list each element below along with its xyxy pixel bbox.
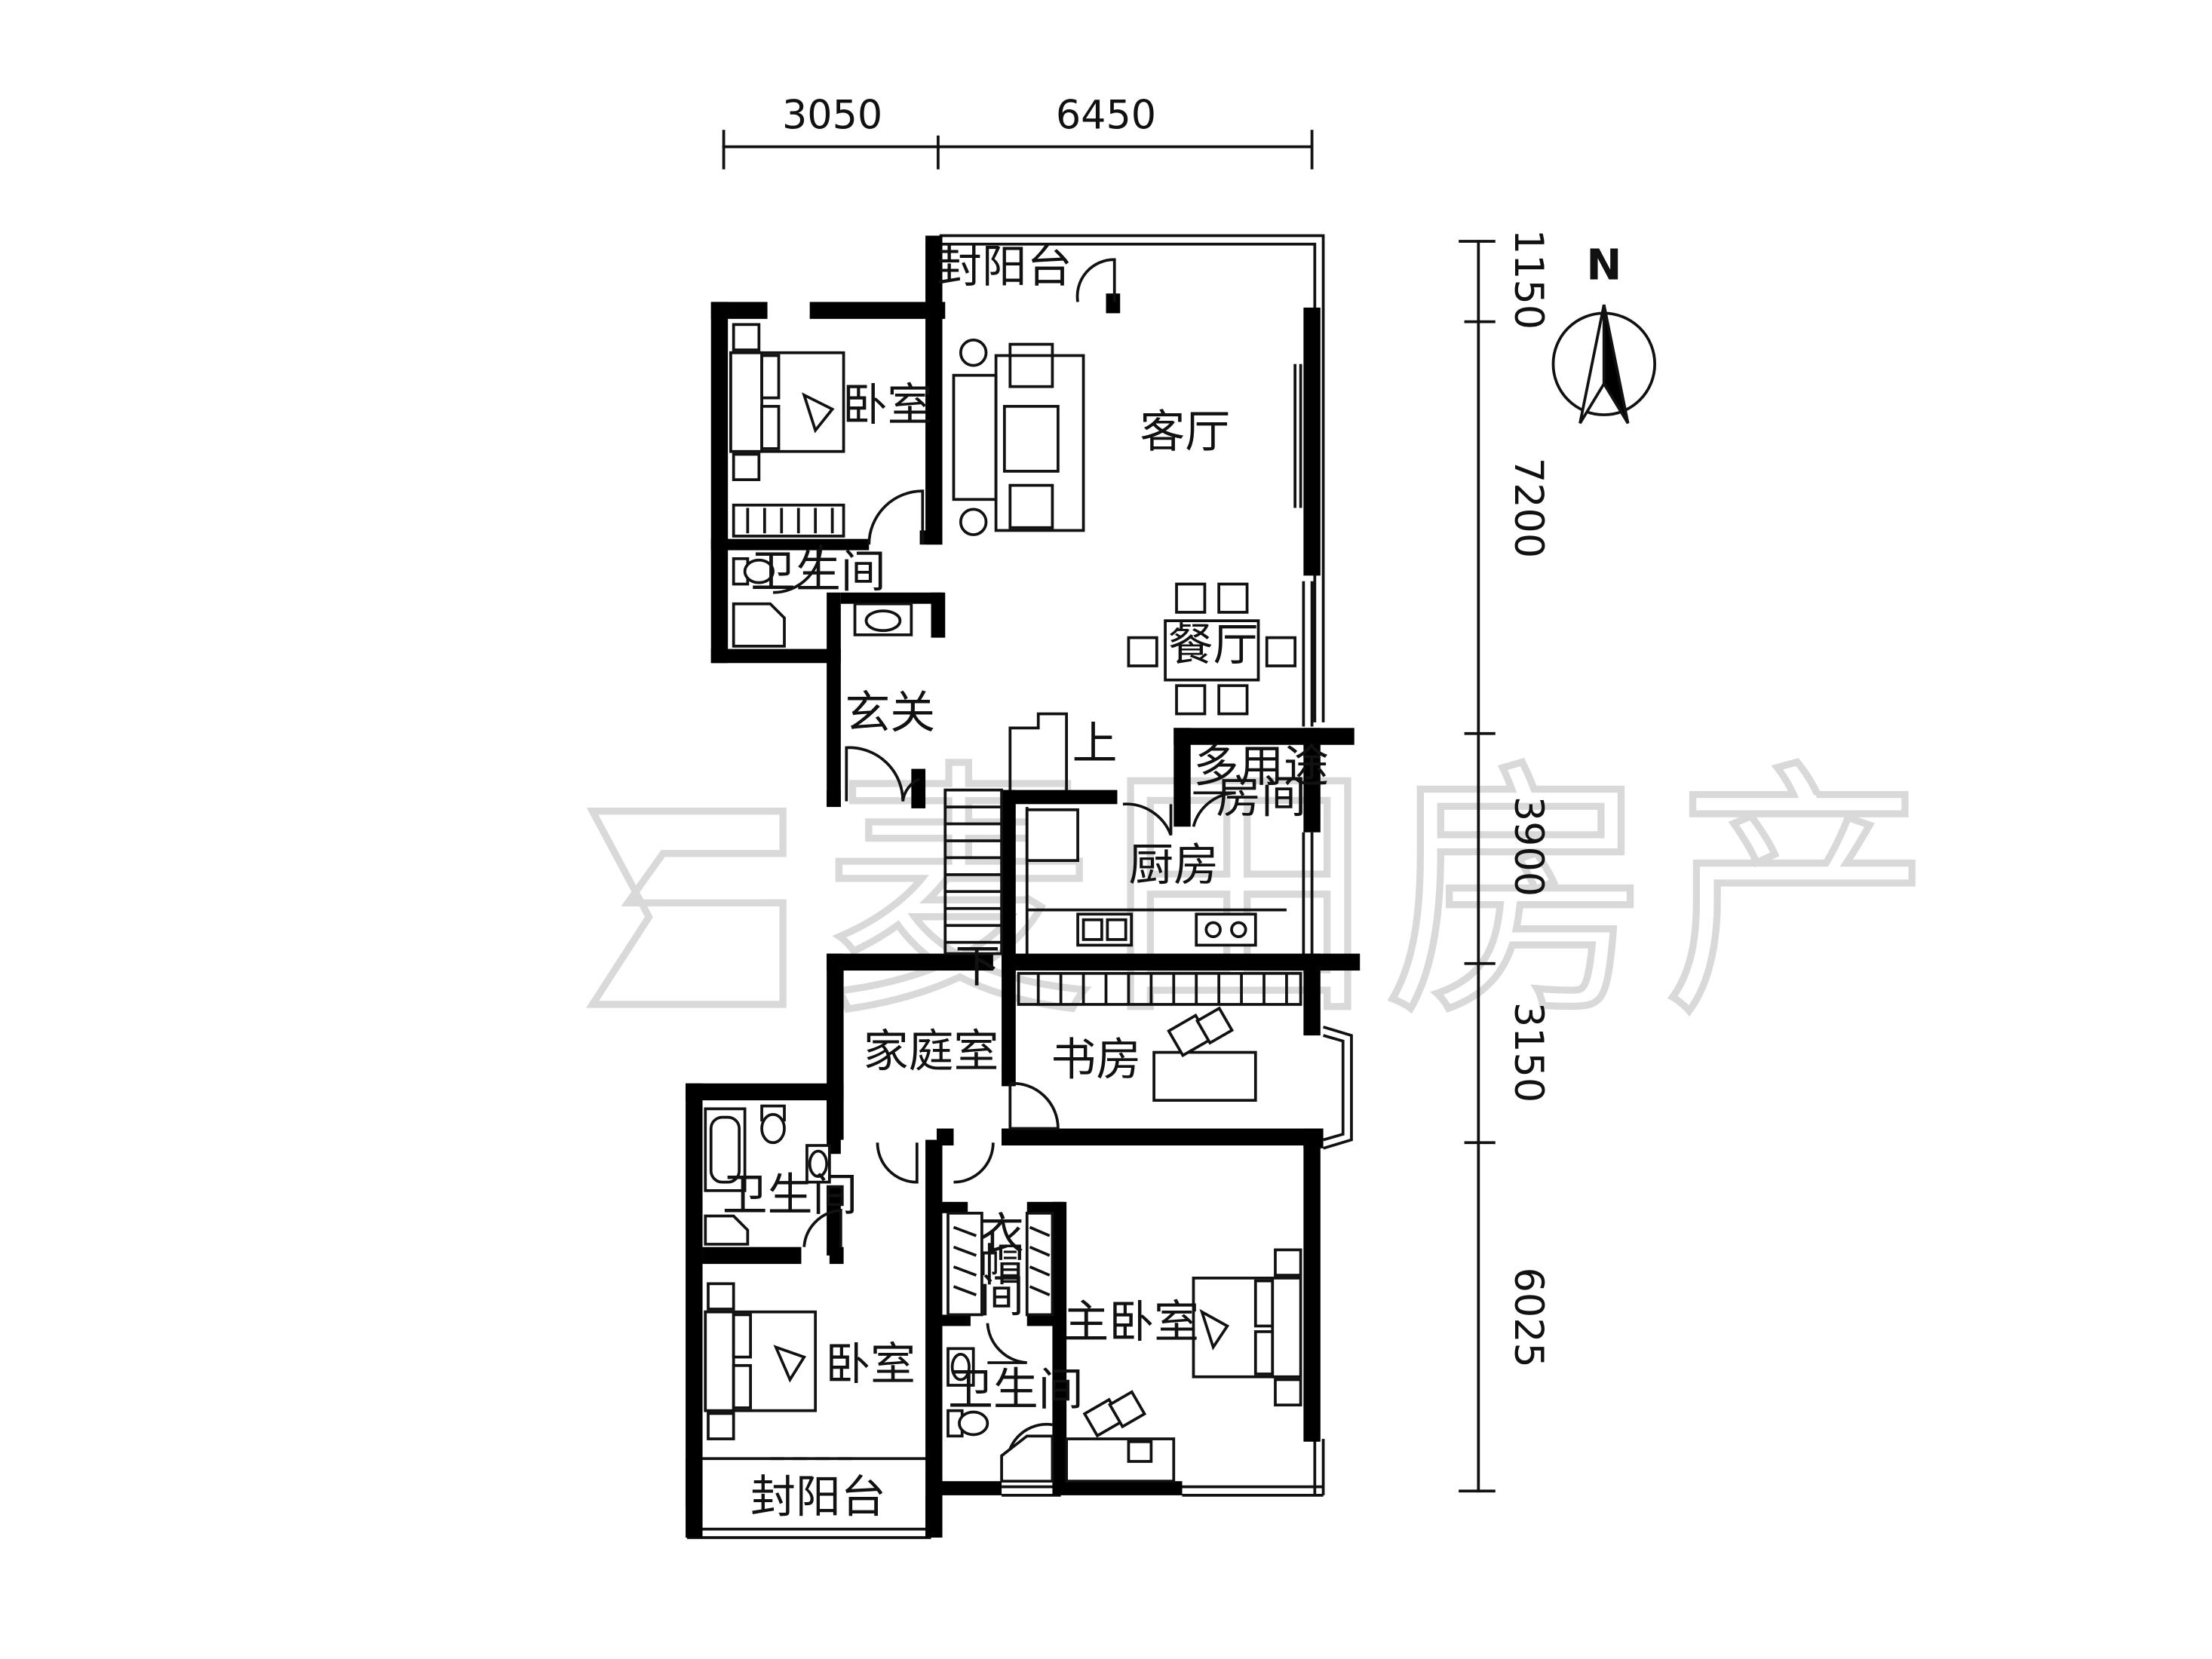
- bed-icon: [729, 323, 845, 481]
- label-bath-master: 卫生间: [948, 1363, 1084, 1416]
- label-master: 主卧室: [1063, 1296, 1199, 1348]
- top-dimension: 3050 6450: [722, 92, 1314, 170]
- label-study: 书房: [1051, 1033, 1142, 1086]
- label-bedroom-nw: 卧室: [842, 379, 933, 432]
- bookshelf-icon: [1017, 971, 1302, 1006]
- room-labels: 封阳台 卧室 客厅 卫生间 餐厅 玄关 上 多用途 房间 厨房 下 家庭室 书房…: [723, 241, 1329, 1523]
- label-kitchen: 厨房: [1128, 839, 1219, 891]
- shower-icon: [732, 602, 786, 648]
- dim-top-1: 3050: [782, 92, 882, 138]
- right-dimension: 1150 7200 3900 3150 6025: [1459, 229, 1551, 1493]
- dim-right-2: 7200: [1505, 458, 1551, 558]
- label-stair-up: 上: [1072, 717, 1118, 770]
- stairs: [943, 712, 1068, 955]
- doors: [770, 258, 1236, 1467]
- fridge-icon: [1025, 808, 1079, 863]
- watermark-logo: [586, 808, 787, 1008]
- watermark-text: 麦田房产: [825, 739, 1942, 1051]
- label-stair-down: 下: [955, 940, 1000, 993]
- compass-north-label: N: [1586, 241, 1621, 290]
- bathtub-icon: [704, 1107, 747, 1192]
- dim-top-2: 6450: [1056, 92, 1156, 138]
- label-closet-3: 间: [979, 1271, 1024, 1323]
- label-living: 客厅: [1140, 406, 1230, 458]
- stove-icon: [1195, 912, 1257, 947]
- dim-right-1: 1150: [1505, 229, 1551, 330]
- toilet-icon-master: [946, 1409, 989, 1438]
- dim-right-3: 3900: [1505, 796, 1551, 897]
- label-bedroom-sw: 卧室: [825, 1339, 916, 1391]
- bed-icon-sw: [704, 1282, 818, 1440]
- desk-icon: [1152, 1006, 1257, 1102]
- sink-icon-sw: [805, 1144, 831, 1184]
- kitchen-sink-icon: [1076, 912, 1134, 947]
- walls: [686, 235, 1361, 1538]
- sofa-set-icon: [952, 339, 1085, 536]
- sink-icon-master: [946, 1347, 975, 1387]
- label-multi-2: 房间: [1216, 771, 1306, 824]
- label-bath-sw: 卫生间: [723, 1169, 858, 1222]
- toilet-icon: [732, 557, 775, 586]
- shower-icon-sw: [704, 1214, 750, 1246]
- label-dining: 餐厅: [1168, 619, 1259, 672]
- sink-icon: [853, 602, 913, 636]
- label-family: 家庭室: [864, 1025, 999, 1078]
- label-bath-nw: 卫生间: [750, 545, 886, 598]
- label-foyer: 玄关: [845, 686, 935, 739]
- wardrobe-icon: [746, 508, 834, 534]
- dim-right-5: 6025: [1505, 1268, 1551, 1368]
- label-balcony-top: 封阳台: [937, 241, 1072, 293]
- furniture: [704, 323, 1302, 1483]
- compass-icon: N: [1551, 241, 1657, 425]
- closet-icon: [946, 1211, 1054, 1317]
- toilet-icon-sw: [760, 1104, 786, 1145]
- dining-table-icon: [1127, 582, 1297, 716]
- bed-icon-master: [1192, 1248, 1302, 1407]
- label-balcony-bottom: 封阳台: [750, 1470, 886, 1523]
- label-closet-2: 帽: [979, 1240, 1024, 1293]
- label-closet-1: 衣: [979, 1208, 1024, 1261]
- dim-right-4: 3150: [1505, 1002, 1551, 1102]
- label-multi-1: 多用途: [1193, 740, 1329, 793]
- shower-icon-master: [1000, 1434, 1054, 1483]
- desk-icon-master: [1065, 1390, 1176, 1483]
